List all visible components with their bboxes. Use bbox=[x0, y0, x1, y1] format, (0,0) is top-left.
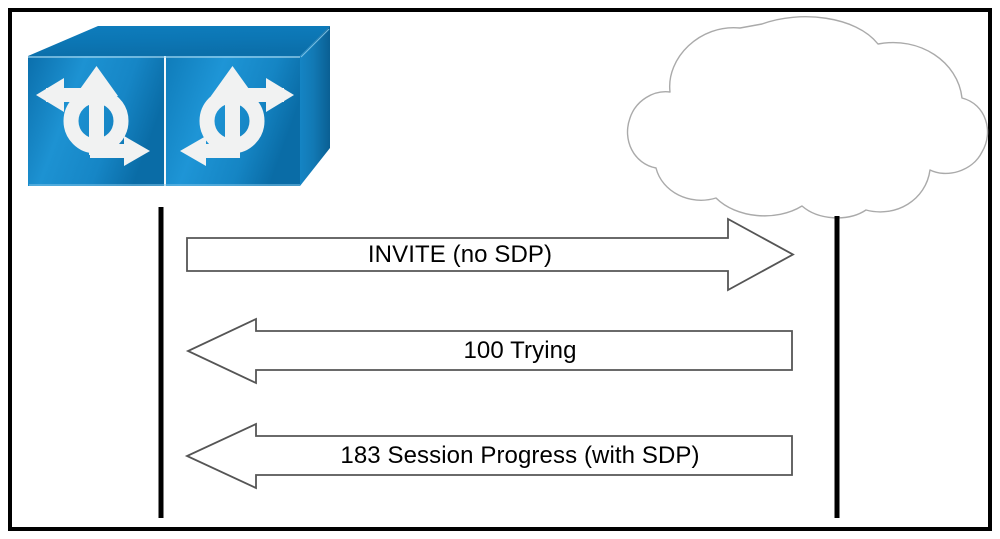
router-gateway-icon bbox=[28, 26, 330, 186]
router-arrows-left-glyph bbox=[36, 66, 150, 166]
network-cloud-icon bbox=[626, 16, 989, 219]
router-side-face bbox=[300, 26, 330, 186]
message-arrow-183-session-progress bbox=[184, 422, 793, 490]
router-arrows-right-glyph bbox=[180, 66, 294, 166]
message-label-100-trying: 100 Trying bbox=[463, 337, 577, 364]
message-label-invite: INVITE (no SDP) bbox=[367, 241, 553, 268]
message-arrow-invite bbox=[186, 217, 795, 292]
message-label-183-session-progress: 183 Session Progress (with SDP) bbox=[340, 442, 700, 469]
message-arrow-100-trying bbox=[185, 317, 793, 385]
router-diagonal-highlight bbox=[300, 28, 330, 58]
router-top-face bbox=[28, 26, 330, 56]
